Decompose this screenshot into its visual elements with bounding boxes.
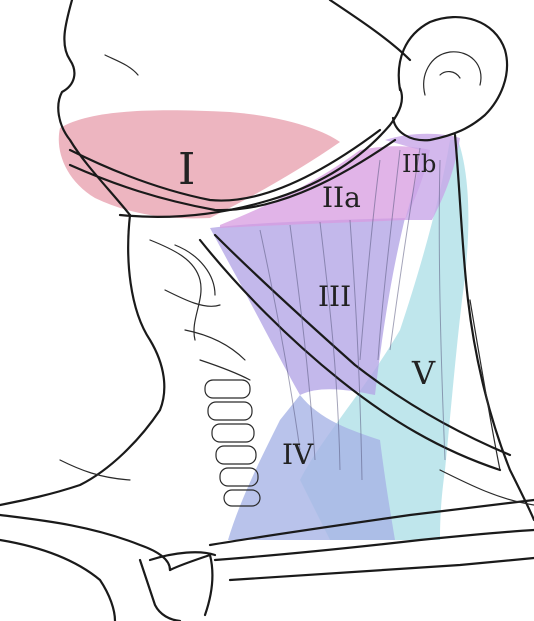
label-level-IIb: IIb (402, 150, 436, 178)
clavicle-left (0, 515, 170, 570)
label-level-III: III (318, 280, 351, 313)
ear-outline (393, 17, 507, 140)
label-level-I: I (178, 144, 195, 195)
label-level-IV: IV (282, 438, 314, 471)
label-level-IIa: IIa (322, 181, 361, 214)
sternum-notch (140, 555, 212, 621)
back-of-head-outline (330, 0, 410, 60)
ear-concha (440, 72, 460, 78)
left-shoulder (0, 540, 115, 621)
ear-inner-fold (424, 52, 481, 95)
right-shoulder (230, 558, 534, 580)
label-level-V: V (411, 354, 436, 392)
lip-line (105, 55, 138, 75)
anterior-neck-outline (0, 215, 164, 505)
